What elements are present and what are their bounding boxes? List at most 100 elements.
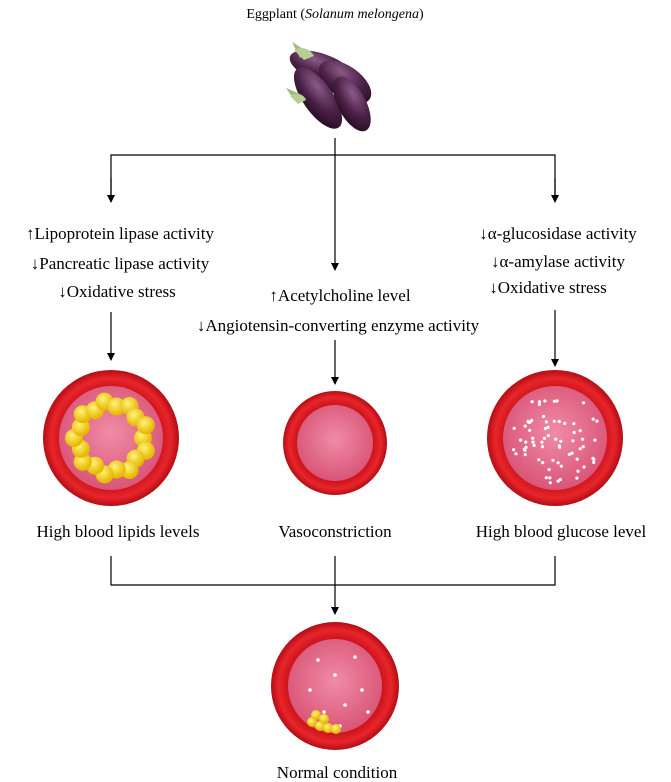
glucose-dot <box>523 448 527 452</box>
glucose-dot <box>530 418 534 422</box>
vascular-effect-1: ↑Acetylcholine level <box>269 286 410 305</box>
glucose-dot <box>543 399 547 403</box>
top-branch-line <box>110 154 556 200</box>
vessel-normal <box>271 622 399 750</box>
glucose-dot <box>514 452 518 456</box>
glucose-dot <box>563 421 567 425</box>
glucose-dot <box>581 437 585 441</box>
glucose-dot <box>308 688 312 692</box>
glucose-dot <box>523 424 527 428</box>
condition-vasoconstriction: Vasoconstriction <box>278 522 392 541</box>
glucose-effect-3: ↓Oxidative stress <box>489 278 607 297</box>
glucose-dot <box>546 434 550 438</box>
glucose-dot <box>524 440 528 444</box>
lipid-effects: ↑Lipoprotein lipase activity ↓Pancreatic… <box>26 224 214 301</box>
glucose-dot <box>542 436 547 440</box>
glucose-dot <box>512 426 516 430</box>
vascular-effects: ↑Acetylcholine level ↓Angiotensin-conver… <box>197 286 480 335</box>
glucose-dot <box>524 445 528 449</box>
glucose-effects: ↓α-glucosidase activity ↓α-amylase activ… <box>479 224 637 297</box>
glucose-dot <box>570 451 574 455</box>
glucose-dot <box>530 400 534 404</box>
glucose-dot <box>578 429 582 433</box>
glucose-dot <box>576 469 580 473</box>
glucose-dot <box>554 437 558 441</box>
glucose-dot <box>532 443 536 447</box>
glucose-dot <box>558 478 562 482</box>
vascular-effect-2: ↓Angiotensin-converting enzyme activity <box>197 316 480 335</box>
glucose-dot <box>541 461 545 465</box>
vessel-high-lipids <box>43 370 179 506</box>
glucose-dot <box>552 419 556 423</box>
glucose-dot <box>541 414 546 419</box>
glucose-dot <box>548 476 552 480</box>
glucose-dot <box>537 402 542 406</box>
glucose-dot <box>578 447 582 451</box>
lipid-effect-2: ↓Pancreatic lipase activity <box>31 254 210 273</box>
glucose-dot <box>591 417 595 421</box>
glucose-dot <box>571 439 575 443</box>
glucose-dot <box>531 436 535 440</box>
glucose-dot <box>519 438 523 442</box>
glucose-dot <box>540 445 545 449</box>
glucose-dot <box>523 453 527 457</box>
normal-plaque <box>307 710 341 734</box>
plaque-globule <box>120 461 139 479</box>
bottom-merge-line <box>110 556 556 586</box>
lipid-plaque <box>65 392 155 484</box>
glucose-dot <box>540 440 544 444</box>
glucose-dot <box>333 673 337 677</box>
plaque-globule <box>319 714 329 724</box>
condition-high-glucose: High blood glucose level <box>476 522 647 541</box>
condition-high-lipids: High blood lipids levels <box>37 522 200 541</box>
glucose-dot <box>557 419 561 424</box>
glucose-effect-1: ↓α-glucosidase activity <box>479 224 637 243</box>
glucose-dot <box>316 658 320 662</box>
glucose-dot <box>547 468 551 472</box>
glucose-dot <box>511 448 516 452</box>
glucose-dot <box>366 710 370 714</box>
glucose-dot <box>551 458 555 462</box>
glucose-dot <box>322 710 326 714</box>
glucose-dot <box>544 420 549 424</box>
glucose-effect-2: ↓α-amylase activity <box>491 252 625 271</box>
glucose-dot <box>543 426 548 431</box>
plaque-globule <box>323 723 333 733</box>
glucose-dot <box>572 430 576 435</box>
lipid-effect-1: ↑Lipoprotein lipase activity <box>26 224 214 243</box>
plaque-globule <box>311 710 321 720</box>
glucose-particles <box>511 399 599 485</box>
vessel-high-glucose <box>487 370 623 506</box>
glucose-dot <box>544 476 548 480</box>
glucose-dot <box>531 440 535 444</box>
lipid-effect-3: ↓Oxidative stress <box>58 282 176 301</box>
eggplant-icon <box>286 42 372 132</box>
source-title: Eggplant (Solanum melongena) <box>246 7 424 22</box>
glucose-dot <box>557 444 562 448</box>
glucose-dot <box>526 419 530 424</box>
glucose-dot <box>343 703 347 707</box>
plaque-globule <box>331 724 341 734</box>
glucose-dot <box>548 481 552 485</box>
glucose-dot <box>556 461 560 465</box>
glucose-dot <box>592 460 596 464</box>
glucose-dot <box>575 476 579 480</box>
glucose-dot <box>575 457 579 461</box>
glucose-dot <box>559 439 563 443</box>
glucose-dot <box>593 438 597 442</box>
plaque-globule <box>136 416 155 435</box>
glucose-dot <box>528 428 532 432</box>
glucose-dot <box>572 422 576 426</box>
glucose-dot <box>360 688 364 692</box>
plaque-globule <box>107 397 126 416</box>
glucose-dot <box>559 464 563 468</box>
vessel-vasoconstriction <box>283 391 387 495</box>
glucose-dot <box>555 399 559 403</box>
glucose-dot <box>353 655 357 659</box>
outcome-normal-condition: Normal condition <box>277 763 398 782</box>
glucose-dot <box>537 458 541 462</box>
glucose-dot <box>581 401 586 405</box>
glucose-dot <box>592 457 596 461</box>
glucose-dot <box>567 452 571 456</box>
